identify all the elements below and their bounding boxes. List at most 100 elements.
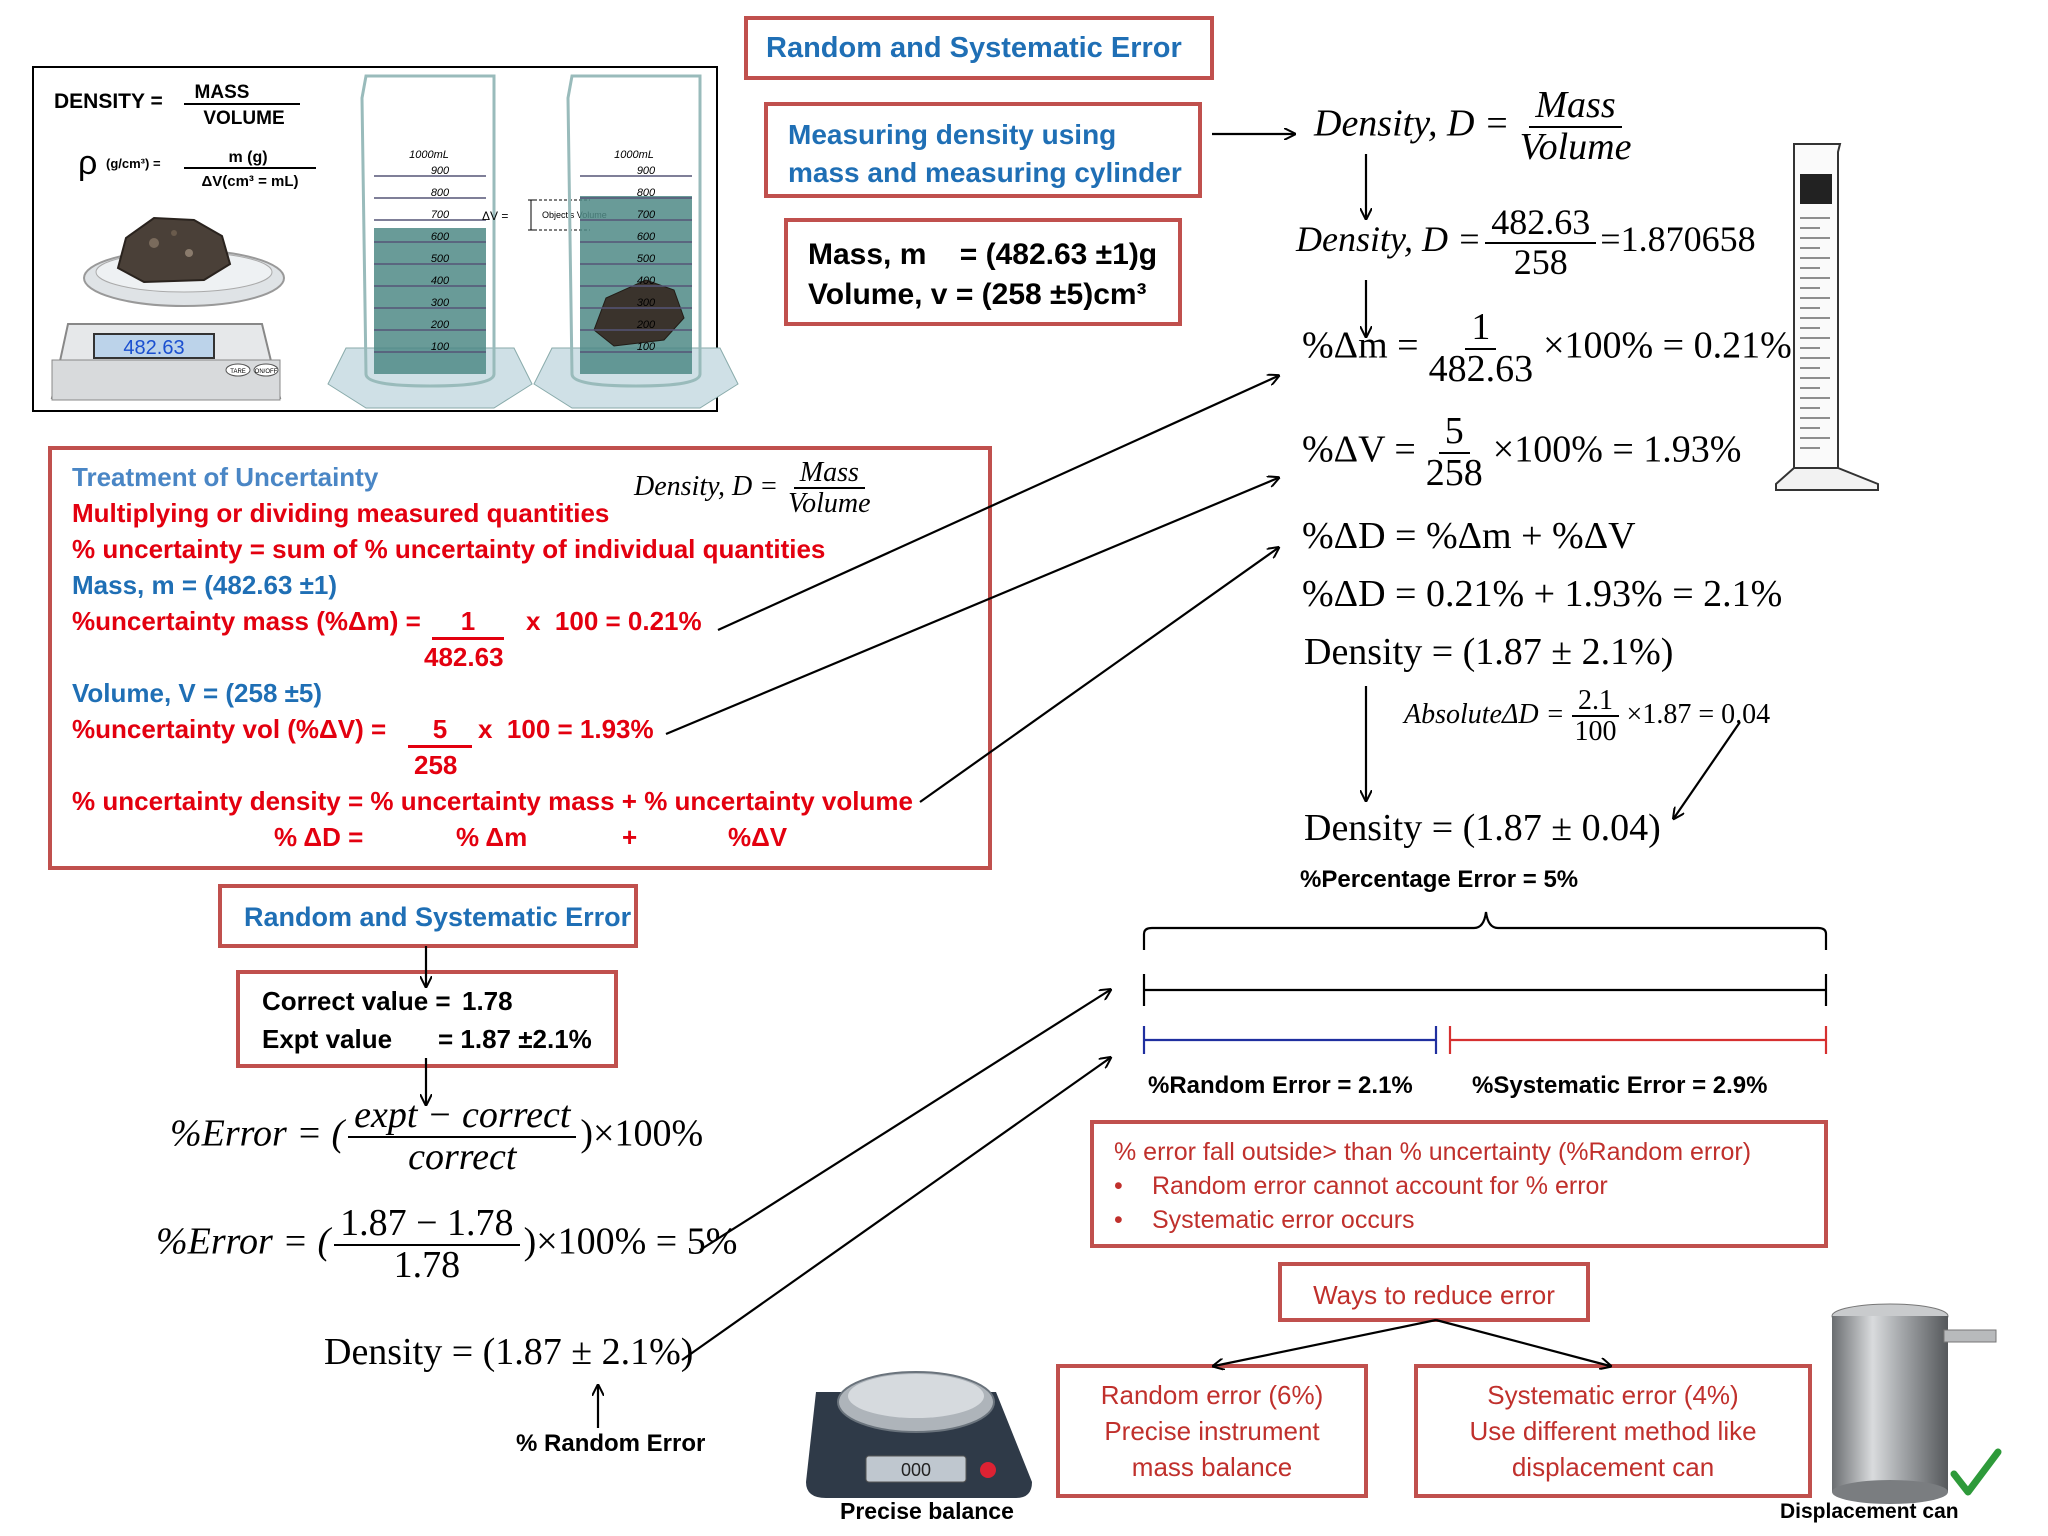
measuring-text: Measuring density using mass and measuri… [788, 119, 1182, 188]
eq-dd-sum: %ΔD = %Δm + %ΔV [1302, 515, 1636, 557]
svg-text:500: 500 [431, 253, 450, 265]
treatment-vol-label: Volume, V = (258 ±5) [72, 678, 323, 708]
svg-text:200: 200 [430, 319, 450, 331]
treatment-line1: Multiplying or dividing measured quantit… [72, 498, 610, 528]
density-label: DENSITY = [54, 90, 163, 113]
treatment-sym-v: %ΔV [728, 822, 788, 852]
fall-box: % error fall outside> than % uncertainty… [1090, 1120, 1828, 1248]
scale-reading: 482.63 [123, 337, 184, 359]
systematic-box: Systematic error (4%) Use different meth… [1414, 1364, 1812, 1498]
dv-note: ΔV = [482, 209, 508, 223]
treatment-vol-num: 5 [408, 714, 472, 748]
values-mass: Mass, m = (482.63 ±1)g [808, 238, 1158, 271]
treatment-mass-rhs: x 100 = 0.21% [526, 606, 702, 636]
cylinder-2-label: 1000mL [614, 149, 654, 161]
percentage-brace [1142, 911, 1828, 950]
rse-title: Random and Systematic Error [244, 902, 632, 932]
error-eq-1-lhs: %Error = ( [170, 1112, 345, 1155]
illustration-panel: DENSITY = MASS VOLUME ρ (g/cm³) = m (g) … [32, 66, 739, 412]
random-error-bar [1142, 1026, 1438, 1054]
fall-bullet-1-dot: • [1114, 1172, 1123, 1200]
rho-unit: (g/cm³) = [106, 156, 161, 171]
expt-label: Expt value [262, 1024, 393, 1054]
error-eq-1-num: expt − correct [348, 1095, 577, 1138]
cylinder-1-ticks [374, 175, 486, 353]
correct-label: Correct value = [262, 986, 451, 1016]
svg-text:100: 100 [637, 341, 656, 353]
m-g: m (g) [228, 149, 267, 166]
rock [116, 216, 232, 284]
treatment-vol-den: 258 [414, 750, 458, 780]
cylinder-2-tick-labels: 900 800 700 600 500 400 300 200 100 [636, 165, 656, 353]
svg-text:400: 400 [431, 275, 450, 287]
svg-text:100: 100 [431, 341, 450, 353]
eq-density-calc-lhs: Density, D = [1296, 219, 1482, 260]
treatment-formula-num: Mass [793, 458, 865, 490]
eq-abs-lhs: AbsoluteΔD = [1404, 698, 1565, 730]
ways-title: Ways to reduce error [1313, 1280, 1555, 1310]
random-box: Random error (6%) Precise instrument mas… [1056, 1364, 1368, 1498]
measuring-box: Measuring density using mass and measuri… [764, 102, 1202, 198]
random-box-l1: Random error (6%) [1100, 1380, 1324, 1410]
displacement-can [1831, 1303, 2002, 1504]
random-box-l3: mass balance [1131, 1452, 1293, 1482]
total-error-bar [1142, 974, 1828, 1006]
arrow-density-to-bar [681, 1058, 1110, 1361]
treatment-sym-d: % ΔD = [274, 822, 364, 852]
svg-text:800: 800 [637, 187, 656, 199]
eq-density-calc-res: =1.870658 [1600, 219, 1756, 260]
eq-abs-den: 100 [1574, 716, 1617, 748]
arrow-ways-right [1435, 1318, 1610, 1366]
fall-bullet-1: Random error cannot account for % error [1152, 1172, 1608, 1200]
treatment-box: Treatment of Uncertainty Density, D =Mas… [48, 446, 992, 870]
error-density: Density = (1.87 ± 2.1%) [324, 1331, 694, 1373]
cylinder-1-label: 1000mL [409, 149, 449, 161]
eq-dv-den: 258 [1425, 451, 1483, 494]
systematic-box-l2: Use different method like [1469, 1416, 1757, 1446]
treatment-mass-den: 482.63 [424, 642, 504, 672]
top-title-box: Random and Systematic Error [744, 16, 1214, 80]
values-box: Mass, m = (482.63 ±1)g Volume, v = (258 … [784, 218, 1182, 326]
systematic-error-bar [1448, 1026, 1828, 1054]
treatment-line2: % uncertainty = sum of % uncertainty of … [72, 534, 826, 564]
error-eq-2-rhs: )×100% = 5% [523, 1220, 738, 1263]
precise-balance-caption: Precise balance [840, 1498, 1014, 1524]
expt-value: = 1.87 ±2.1% [438, 1024, 592, 1054]
eq-density-calc-den: 258 [1513, 241, 1568, 282]
eq-dv-num: 5 [1438, 411, 1470, 454]
cylinder-1-glass [360, 74, 496, 388]
rho-symbol: ρ [78, 144, 97, 182]
illustration-svg: DENSITY = MASS VOLUME ρ (g/cm³) = m (g) … [50, 74, 739, 409]
treatment-density-line: % uncertainty density = % uncertainty ma… [72, 786, 913, 816]
eq-density-def-den: Volume [1519, 125, 1632, 168]
arrow-ways-left [1214, 1318, 1437, 1366]
onoff-label: ON/OFF [255, 369, 278, 375]
systematic-error-text: %Systematic Error = 2.9% [1472, 1072, 1768, 1099]
random-box-l2: Precise instrument [1104, 1416, 1320, 1446]
systematic-box-l3: displacement can [1511, 1452, 1715, 1482]
error-eq-1-rhs: )×100% [580, 1112, 704, 1155]
treatment-sym-m: % Δm [456, 822, 528, 852]
treatment-vol-lhs: %uncertainty vol (%ΔV) = [72, 714, 387, 744]
graduated-cylinder [1775, 143, 1879, 491]
eq-dv-lhs: %ΔV = [1302, 428, 1416, 471]
cylinder-2-ticks [580, 175, 692, 353]
scale-display [93, 333, 215, 359]
eq-dv-res: ×100% = 1.93% [1492, 428, 1742, 471]
dv-units: ΔV(cm³ = mL) [201, 173, 298, 190]
eq-density-abs: Density = (1.87 ± 0.04) [1304, 807, 1661, 849]
error-eq-2-num: 1.87 − 1.78 [334, 1203, 520, 1246]
eq-density-pct: Density = (1.87 ± 2.1%) [1304, 631, 1674, 673]
random-error-text: %Random Error = 2.1% [1148, 1072, 1413, 1099]
treatment-mass-label: Mass, m = (482.63 ±1) [72, 570, 338, 600]
pct-error-label: %Percentage Error = 5% [1300, 866, 1579, 893]
